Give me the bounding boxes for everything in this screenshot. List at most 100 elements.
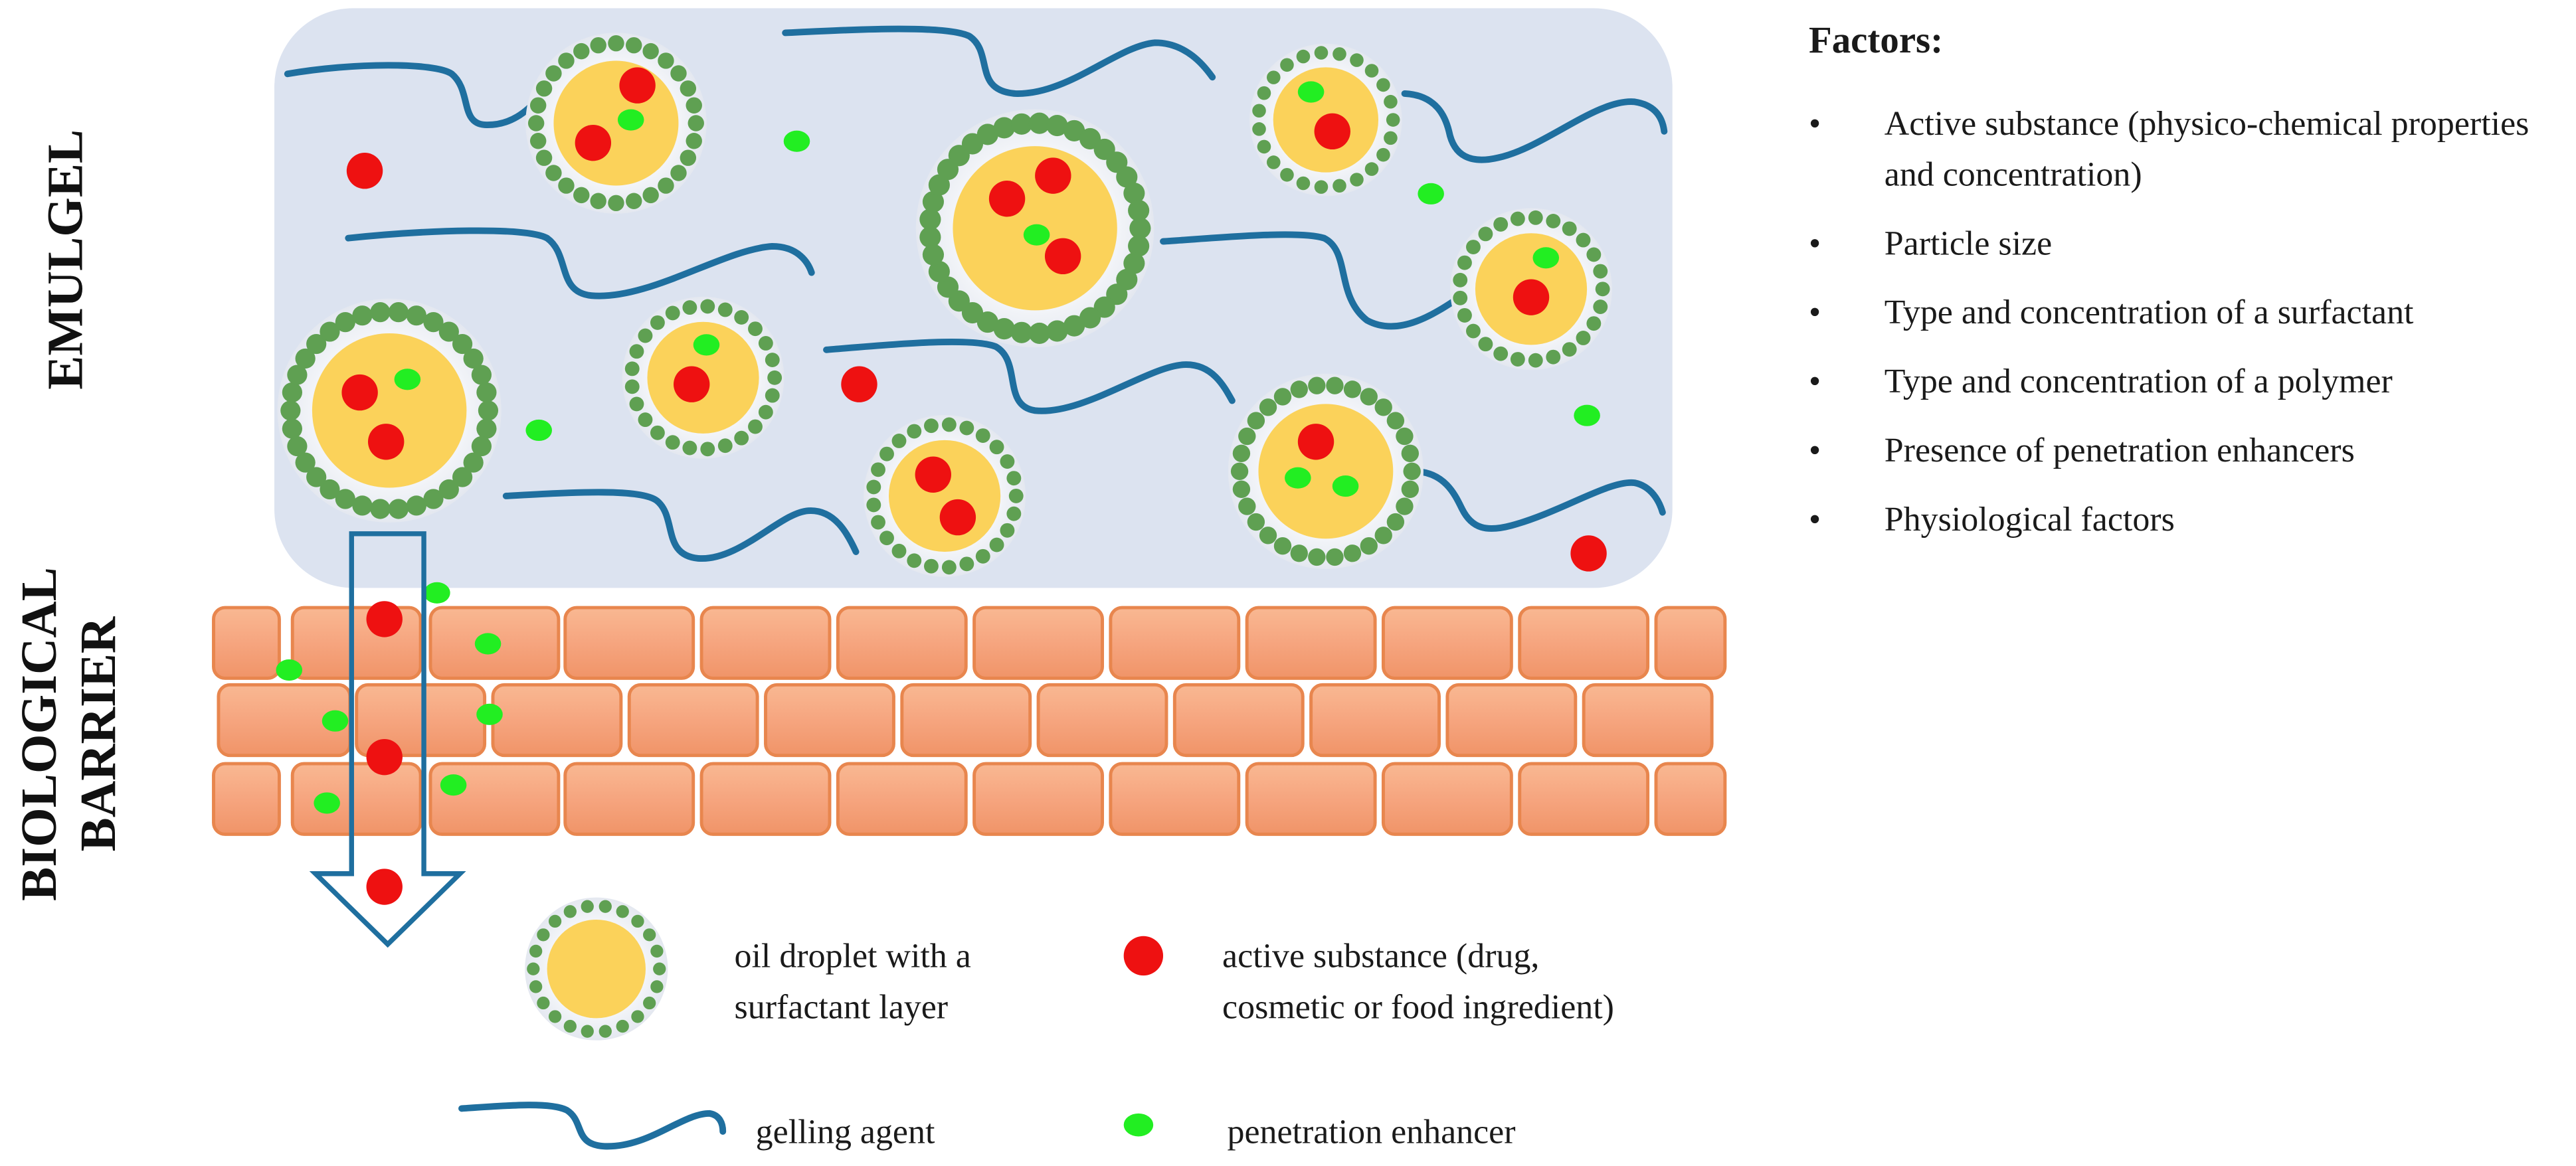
surfactant-dot [665,435,680,450]
biological-barrier-label-line1: BIOLOGICAL [9,567,68,901]
surfactant-dot [1350,53,1364,67]
surfactant-dot [1593,264,1608,279]
surfactant-dot [1478,226,1493,242]
surfactant-dot [758,336,773,351]
surfactant-dot [700,442,715,457]
gelling-agent-chain [1412,467,1666,532]
surfactant-dot [1586,247,1602,262]
surfactant-dot [1386,113,1400,127]
surfactant-dot [535,80,553,97]
bullet-icon: • [1808,361,1821,401]
surfactant-dot [650,425,665,440]
penetration-enhancer [322,710,349,732]
cell [1109,606,1241,680]
surfactant-dot [937,276,959,298]
cell [1109,762,1241,836]
surfactant-dot [891,543,907,558]
surfactant-dot [406,495,426,516]
surfactant-dot [1403,462,1421,480]
surfactant-dot [1314,180,1329,194]
surfactant-dot [388,499,409,519]
surfactant-dot [1350,173,1364,187]
oil-droplet [525,33,707,214]
surfactant-dot [1129,217,1151,239]
surfactant-dot [573,42,590,60]
gelling-agent-chain [502,489,860,562]
surfactant-dot [665,305,680,321]
cell [1654,606,1727,680]
surfactant-dot [295,348,316,369]
oil-core [553,60,679,186]
surfactant-dot [871,462,885,477]
surfactant-dot [1028,322,1050,344]
penetration-enhancer [1297,81,1325,103]
surfactant-dot [624,379,640,394]
surfactant-dot [1230,462,1249,480]
surfactant-dot [545,65,562,82]
cell [627,683,759,758]
cell [428,762,561,836]
surfactant-dot [624,361,640,376]
penetration-enhancer [476,703,503,725]
cell [1245,606,1377,680]
free-particles [276,130,1607,905]
cell [1518,606,1650,680]
cell [1309,683,1441,758]
factor-item: •Type and concentration of a surfactant [1809,288,2576,339]
surfactant-dot [1528,353,1543,368]
surfactant-dot [598,1025,612,1038]
surfactant-dot [1546,213,1561,228]
surfactant-dot [527,115,545,131]
factor-item-text: Physiological factors [1884,499,2175,539]
cell [699,606,832,680]
active-substance [367,424,405,460]
surfactant-dot [1000,523,1015,538]
surfactant-dot [548,914,562,928]
surfactant-dot [1010,321,1033,343]
bullet-icon: • [1808,103,1821,143]
cell [290,762,422,836]
cell [563,762,695,836]
factor-item-text: Presence of penetration enhancers [1884,430,2355,470]
legend-penetration-enhancer-label: penetration enhancer [1227,1112,1516,1151]
surfactant-dot [471,365,492,385]
surfactant-dot [907,424,922,439]
surfactant-dot [1493,216,1509,232]
surfactant-dot [608,35,624,52]
surfactant-dot [922,191,945,212]
surfactant-dot [1386,412,1405,430]
surfactant-dot [650,980,664,993]
surfactant-dot [1247,513,1265,531]
factors-list: •Active substance (physico-chemical prop… [1809,98,2576,545]
active-substance [346,153,383,189]
surfactant-dot [406,305,426,326]
surfactant-dot [388,302,409,323]
cell [212,762,281,836]
surfactant-dot [1343,380,1362,398]
legend-active-line1: active substance (drug, [1222,936,1540,976]
surfactant-dot [993,117,1015,139]
active-substance [575,124,612,161]
surfactant-dot [295,452,316,473]
surfactant-dot [1595,282,1610,297]
surfactant-dot [529,980,543,993]
surfactant-dot [879,446,894,461]
surfactant-dot [370,302,391,323]
oil-droplet [277,298,502,523]
surfactant-dot [1063,315,1085,337]
surfactant-dot [306,333,327,355]
active-substance [366,601,403,637]
gelling-agent-chains [284,25,1668,562]
surfactant-dot [1314,46,1329,60]
cell [972,606,1104,680]
surfactant-dot [590,37,606,54]
surfactant-dot [642,42,659,60]
surfactant-dot [682,300,697,315]
surfactant-dot [558,177,575,194]
surfactant-dot [335,311,355,333]
penetration-enhancer [276,659,303,681]
cell [1518,762,1650,836]
factor-item: •Physiological factors [1809,494,2576,545]
surfactant-dot [598,900,612,913]
surfactant-dot [989,537,1004,552]
